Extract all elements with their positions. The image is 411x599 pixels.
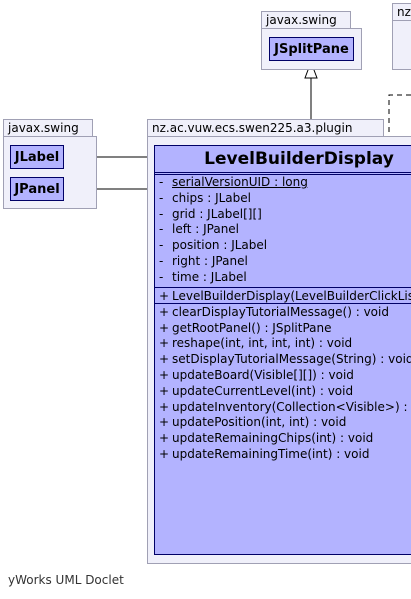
class-name-separator-lower	[155, 174, 411, 175]
method-row: +reshape(int, int, int, int) : void	[159, 335, 352, 351]
field-row: -right : JPanel	[159, 253, 248, 269]
method-row: +updateRemainingChips(int) : void	[159, 430, 373, 446]
method-row: +getRootPanel() : JSplitPane	[159, 320, 332, 336]
visibility-marker: +	[159, 399, 170, 414]
package-tab-partial: nz	[392, 3, 411, 21]
constructor-signature: LevelBuilderDisplay(LevelBuilderClickLis…	[172, 289, 411, 303]
method-row: +updateCurrentLevel(int) : void	[159, 383, 353, 399]
package-label: nz	[397, 5, 411, 19]
visibility-marker: +	[159, 320, 170, 335]
method-signature: getRootPanel() : JSplitPane	[172, 320, 332, 335]
field-signature: position : JLabel	[172, 238, 268, 253]
package-label: javax.swing	[266, 13, 337, 27]
method-row: +updateRemainingTime(int) : void	[159, 446, 369, 462]
dependency-line	[388, 94, 411, 145]
method-signature: reshape(int, int, int, int) : void	[172, 336, 353, 351]
method-row: +updateBoard(Visible[][]) : void	[159, 367, 354, 383]
class-jpanel[interactable]: JPanel	[10, 177, 64, 201]
method-row: +setDisplayTutorialMessage(String) : voi…	[159, 351, 411, 367]
constructor-row: +LevelBuilderDisplay(LevelBuilderClickLi…	[159, 288, 411, 304]
field-row: -position : JLabel	[159, 237, 267, 253]
class-levelbuilderdisplay[interactable]: LevelBuilderDisplay -serialVersionUID : …	[154, 145, 411, 555]
visibility-marker: +	[159, 336, 170, 351]
method-row: +updatePosition(int, int) : void	[159, 414, 346, 430]
visibility-marker: -	[159, 238, 164, 253]
class-name: JPanel	[14, 181, 60, 197]
field-row: -serialVersionUID : long	[159, 174, 308, 190]
field-row: -time : JLabel	[159, 269, 247, 285]
visibility-marker: +	[159, 352, 170, 367]
visibility-marker: +	[159, 289, 170, 303]
package-tab-plugin: nz.ac.vuw.ecs.swen225.a3.plugin	[147, 119, 384, 137]
class-name: JLabel	[14, 149, 60, 165]
method-signature: updateRemainingChips(int) : void	[172, 431, 374, 446]
package-tab-javax-swing-top: javax.swing	[261, 11, 351, 29]
class-name: LevelBuilderDisplay	[204, 149, 394, 169]
fields-separator	[155, 287, 411, 288]
visibility-marker: -	[159, 190, 164, 205]
field-signature: grid : JLabel[][]	[172, 206, 262, 221]
generator-footer: yWorks UML Doclet	[8, 573, 124, 587]
method-signature: updateRemainingTime(int) : void	[172, 447, 370, 461]
field-row: -grid : JLabel[][]	[159, 206, 262, 222]
package-label: javax.swing	[8, 121, 79, 135]
class-jsplitpane[interactable]: JSplitPane	[269, 37, 354, 61]
field-row: -chips : JLabel	[159, 190, 251, 206]
method-signature: updatePosition(int, int) : void	[172, 415, 347, 430]
visibility-marker: -	[159, 269, 164, 284]
visibility-marker: +	[159, 383, 170, 398]
class-name-separator	[155, 172, 411, 173]
method-signature: updateCurrentLevel(int) : void	[172, 383, 354, 398]
field-signature: time : JLabel	[172, 269, 247, 284]
field-signature: right : JPanel	[172, 254, 248, 268]
field-row: -left : JPanel	[159, 221, 239, 237]
method-signature: updateInventory(Collection<Visible>) : v…	[172, 399, 411, 414]
field-signature: left : JPanel	[172, 222, 240, 237]
package-label: nz.ac.vuw.ecs.swen225.a3.plugin	[152, 121, 353, 135]
field-signature: serialVersionUID : long	[172, 175, 308, 189]
visibility-marker: +	[159, 368, 170, 382]
visibility-marker: +	[159, 415, 170, 430]
visibility-marker: -	[159, 254, 164, 268]
class-name: JSplitPane	[274, 41, 349, 57]
visibility-marker: +	[159, 431, 170, 446]
method-signature: setDisplayTutorialMessage(String) : void	[172, 352, 411, 367]
method-signature: updateBoard(Visible[][]) : void	[172, 368, 354, 382]
method-row: +clearDisplayTutorialMessage() : void	[159, 304, 389, 320]
generalization-arrowhead	[304, 60, 318, 79]
constructor-separator	[155, 302, 411, 304]
method-row: +updateInventory(Collection<Visible>) : …	[159, 399, 411, 415]
visibility-marker: -	[159, 175, 164, 189]
visibility-marker: -	[159, 222, 164, 237]
method-signature: clearDisplayTutorialMessage() : void	[172, 304, 389, 319]
package-partial	[392, 20, 411, 70]
class-jlabel[interactable]: JLabel	[10, 145, 64, 169]
package-tab-javax-swing-left: javax.swing	[3, 119, 93, 137]
visibility-marker: +	[159, 304, 170, 319]
visibility-marker: -	[159, 206, 164, 221]
visibility-marker: +	[159, 447, 170, 461]
field-signature: chips : JLabel	[172, 190, 251, 205]
